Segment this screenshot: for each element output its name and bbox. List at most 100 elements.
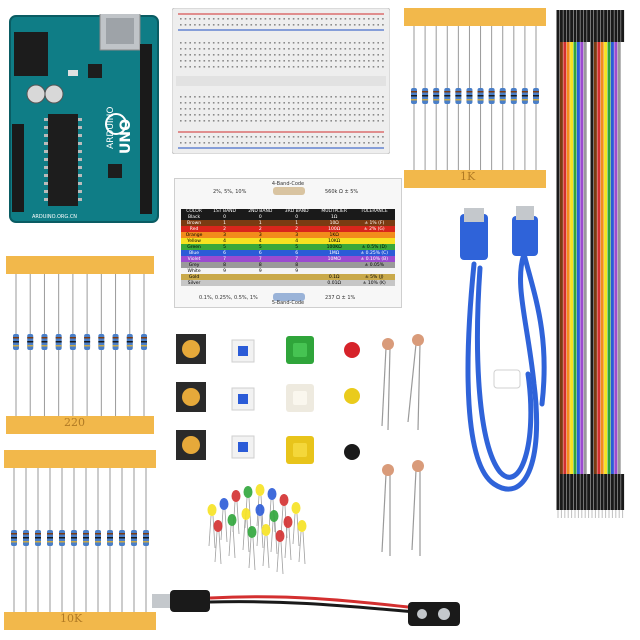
- chart-cell: 1: [295, 220, 299, 226]
- chart-cell: 3: [258, 232, 262, 238]
- jumper-wire: [600, 10, 604, 518]
- resistor: [69, 274, 76, 416]
- chart-cell: ± 10% (K): [362, 280, 386, 286]
- chart-cell: 1KΩ: [329, 232, 339, 238]
- resistor: [119, 468, 125, 612]
- jumper-wire: [573, 10, 577, 518]
- chart-cell: 9: [258, 268, 262, 274]
- chart-cell: 7: [295, 256, 299, 262]
- led: [247, 526, 257, 571]
- resistor: [84, 274, 91, 416]
- resistor: [71, 468, 77, 612]
- chart-cell: [279, 280, 315, 286]
- resistor: [141, 274, 147, 416]
- jumper-wire: [610, 10, 614, 518]
- chart-row: Gold 0.1Ω ± 5% (J): [181, 274, 395, 280]
- chart-cell: ± 1% (F): [364, 220, 385, 226]
- chart-header-cell: 3RD BAND: [284, 209, 309, 214]
- chart-cell: 4: [258, 238, 262, 244]
- chart-cell: ± 0.05%: [364, 262, 385, 268]
- chart-cell: 4: [223, 238, 226, 244]
- resistor: [466, 26, 473, 170]
- chart-cell: 5: [295, 244, 299, 250]
- jumper-wire: [566, 10, 570, 518]
- resistor: [499, 26, 506, 170]
- example-resistor-icon: [273, 187, 305, 195]
- resistor: [488, 26, 495, 170]
- jumper-wire: [593, 10, 597, 518]
- resistor: [95, 468, 101, 612]
- chart-cell: 10Ω: [329, 220, 339, 226]
- chart-cell: 1Ω: [331, 214, 338, 220]
- chart-cell: 8: [258, 262, 262, 268]
- resistor: [126, 274, 133, 416]
- led: [241, 508, 251, 553]
- resistor: [143, 468, 149, 612]
- jumper-wire: [570, 10, 574, 518]
- chart-header-cell: MULTIPLIER: [321, 209, 347, 214]
- resistor: [47, 468, 53, 612]
- chart-cell: ± 5% (J): [364, 274, 384, 280]
- chart-cell: 2: [258, 226, 262, 232]
- resistor: [11, 468, 17, 612]
- resistor: [107, 468, 113, 612]
- chart-cell: 5: [223, 244, 226, 250]
- resistor: [477, 26, 484, 170]
- jumper-wire: [587, 10, 591, 518]
- button-key-caps: [282, 332, 318, 468]
- tactile-push-buttons: [172, 330, 212, 466]
- battery-clip-cable: [146, 580, 466, 632]
- chart-cell: ± 0.25% (C): [360, 250, 389, 256]
- chart-cell: 6: [223, 250, 226, 256]
- chart-cell: White: [187, 268, 201, 274]
- resistor: [35, 468, 41, 612]
- chart-header-cell: COLOR: [186, 209, 202, 214]
- chart-cell: 10MΩ: [327, 256, 341, 262]
- chart-header-cell: 2ND BAND: [248, 209, 273, 214]
- chart-cell: 3: [223, 232, 226, 238]
- round-button-caps: [338, 336, 366, 466]
- resistor-pack-10k: 10K: [4, 448, 156, 632]
- chart-cell: 1MΩ: [329, 250, 340, 256]
- chart-cell: Brown: [186, 220, 202, 226]
- chart-cell: Green: [187, 244, 201, 250]
- chart-cell: ± 0.10% (B): [360, 256, 389, 262]
- led: [213, 520, 223, 565]
- chart-cell: 10KΩ: [328, 238, 341, 244]
- led: [297, 520, 307, 565]
- led: [207, 504, 217, 549]
- resistor: [411, 26, 417, 170]
- chart-cell: 8: [223, 262, 226, 268]
- jumper-wire: [556, 10, 560, 518]
- chart-cell: Yellow: [187, 238, 201, 244]
- five-band-title: 5-Band-Code: [271, 300, 305, 306]
- resistor-pack-220: 220: [6, 254, 154, 434]
- jumper-wire: [607, 10, 611, 518]
- resistor: [455, 26, 462, 170]
- chart-cell: 5: [258, 244, 262, 250]
- chart-cell: Gold: [188, 274, 200, 280]
- resistor: [112, 274, 119, 416]
- usb-cable: [454, 204, 554, 504]
- push-button: [176, 430, 206, 460]
- chart-cell: 0: [258, 214, 262, 220]
- jumper-wire: [604, 10, 608, 518]
- chart-cell: 7: [223, 256, 226, 262]
- chart-cell: Violet: [187, 256, 201, 262]
- led: [275, 530, 285, 575]
- chart-cell: 0.1Ω: [328, 274, 340, 280]
- led: [227, 514, 237, 559]
- jumper-wire: [614, 10, 618, 518]
- resistor: [27, 274, 34, 416]
- arduino-uno-board: ARDUINO UNO ARDUINO.ORG.CN: [8, 11, 160, 224]
- jumper-wire: [590, 10, 594, 518]
- resistor: [23, 468, 29, 612]
